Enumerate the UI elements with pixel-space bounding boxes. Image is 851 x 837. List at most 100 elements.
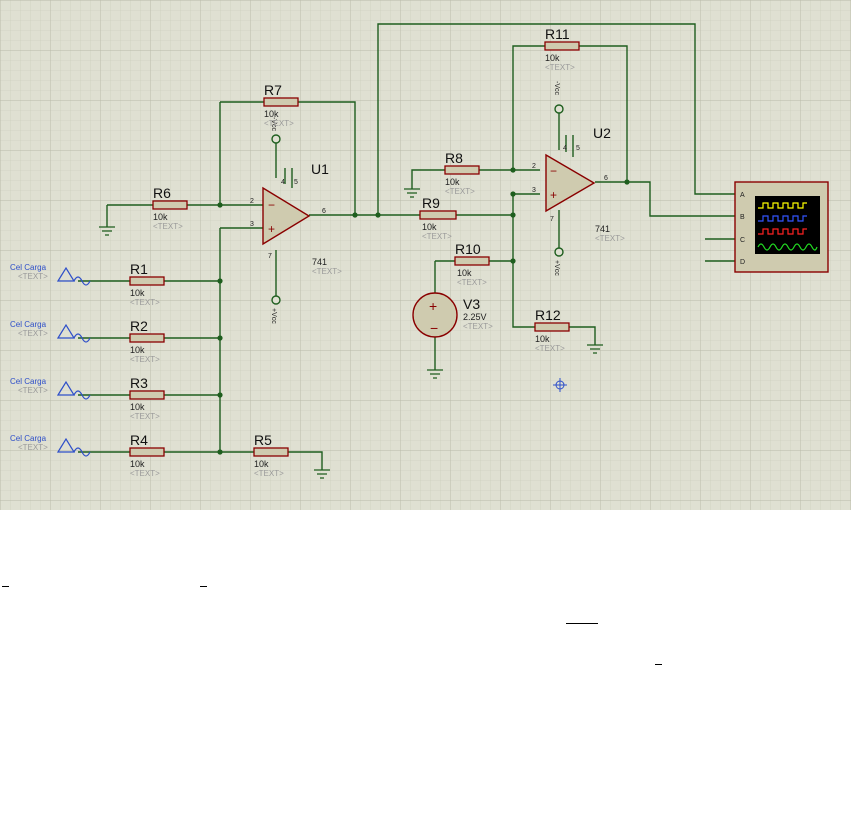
source-3-name: Cel Carga — [10, 377, 47, 386]
r5-text: <TEXT> — [254, 469, 284, 478]
source-1-symbol — [56, 266, 76, 282]
u2-pin-4: 4 — [563, 145, 567, 152]
scope-trace-c — [758, 228, 807, 235]
r3-value: 10k — [130, 402, 145, 412]
u2-label: U2 — [593, 125, 611, 141]
source-cel-carga-2[interactable]: Cel Carga <TEXT> — [10, 320, 91, 343]
u1-pin-noninv: 3 — [250, 221, 254, 228]
resistor-r12[interactable]: R12 10k <TEXT> — [535, 307, 565, 353]
u1-bottom-supply-label: +Vcc — [270, 308, 277, 324]
resistor-r5[interactable]: R5 10k <TEXT> — [254, 432, 284, 478]
scope-trace-d — [757, 243, 818, 251]
scope-trace-b — [758, 215, 807, 222]
source-1-text: <TEXT> — [18, 272, 48, 281]
u2-triangle — [545, 153, 596, 213]
source-cel-carga-3[interactable]: Cel Carga <TEXT> — [10, 377, 91, 400]
r6-value: 10k — [153, 212, 168, 222]
decorative-mark — [566, 623, 598, 624]
r9-text: <TEXT> — [422, 232, 452, 241]
r10-label: R10 — [455, 241, 481, 257]
v3-plus: + — [429, 298, 437, 314]
resistor-r6[interactable]: R6 10k <TEXT> — [153, 185, 183, 231]
resistor-r9[interactable]: R9 10k <TEXT> — [422, 195, 452, 241]
u1-triangle — [262, 186, 311, 246]
r1-text: <TEXT> — [130, 298, 160, 307]
r10-value: 10k — [457, 268, 472, 278]
r12-text: <TEXT> — [535, 344, 565, 353]
r12-label: R12 — [535, 307, 561, 323]
u1-pin-7: 7 — [268, 253, 272, 260]
origin-marker-icon — [553, 378, 567, 392]
v3-minus: − — [430, 320, 438, 336]
source-cel-carga-4[interactable]: Cel Carga <TEXT> — [10, 434, 91, 457]
opamp-u1[interactable]: − + 2 3 6 4 5 7 U1 741 <TEXT> — [250, 161, 342, 276]
resistor-r4[interactable]: R4 10k <TEXT> — [130, 432, 160, 478]
sine-icon — [73, 447, 91, 457]
scope-channel-b: B — [740, 214, 745, 221]
supply-terminals — [271, 104, 564, 305]
resistor-r2[interactable]: R2 10k <TEXT> — [130, 318, 160, 364]
r5-label: R5 — [254, 432, 272, 448]
resistor-r8[interactable]: R8 10k <TEXT> — [445, 150, 475, 196]
r12-value: 10k — [535, 334, 550, 344]
u2-text: <TEXT> — [595, 234, 625, 243]
r8-value: 10k — [445, 177, 460, 187]
r9-label: R9 — [422, 195, 440, 211]
resistor-r1[interactable]: R1 10k <TEXT> — [130, 261, 160, 307]
r3-text: <TEXT> — [130, 412, 160, 421]
junctions — [217, 167, 630, 455]
v3-text: <TEXT> — [463, 322, 493, 331]
r4-value: 10k — [130, 459, 145, 469]
scope-channel-c: C — [740, 237, 745, 244]
u2-pin-7: 7 — [550, 216, 554, 223]
source-4-name: Cel Carga — [10, 434, 47, 443]
r1-label: R1 — [130, 261, 148, 277]
u2-noninv-sign: + — [550, 188, 557, 202]
u1-noninv-sign: + — [268, 222, 275, 236]
r2-value: 10k — [130, 345, 145, 355]
ground-symbols — [99, 188, 603, 479]
r4-label: R4 — [130, 432, 148, 448]
scope-trace-a — [758, 202, 807, 209]
scope-channel-a: A — [740, 192, 745, 199]
schematic-canvas[interactable]: -Vcc +Vcc -Vcc +Vcc R1 10k <TEXT> R2 10k… — [0, 0, 851, 510]
oscilloscope[interactable]: A B C D — [734, 181, 829, 273]
u1-pin-4: 4 — [281, 179, 285, 186]
source-cel-carga-1[interactable]: Cel Carga <TEXT> — [10, 263, 91, 286]
u2-inv-sign: − — [550, 164, 557, 178]
r11-text: <TEXT> — [545, 63, 575, 72]
r6-label: R6 — [153, 185, 171, 201]
u2-pin-noninv: 3 — [532, 187, 536, 194]
r11-label: R11 — [545, 26, 570, 42]
u1-pin-5: 5 — [294, 179, 298, 186]
u2-model: 741 — [595, 224, 610, 234]
source-3-symbol — [56, 380, 76, 396]
source-2-symbol — [56, 323, 76, 339]
r10-text: <TEXT> — [457, 278, 487, 287]
resistor-bodies — [129, 41, 580, 457]
r2-text: <TEXT> — [130, 355, 160, 364]
r8-text: <TEXT> — [445, 187, 475, 196]
sine-icon — [73, 276, 91, 286]
dc-source-v3[interactable]: + − V3 2.25V <TEXT> — [412, 292, 493, 338]
r2-label: R2 — [130, 318, 148, 334]
u2-pin-5: 5 — [576, 145, 580, 152]
r5-value: 10k — [254, 459, 269, 469]
source-3-text: <TEXT> — [18, 386, 48, 395]
source-4-text: <TEXT> — [18, 443, 48, 452]
sine-icon — [73, 333, 91, 343]
r3-label: R3 — [130, 375, 148, 391]
r9-value: 10k — [422, 222, 437, 232]
resistor-r11[interactable]: R11 10k <TEXT> — [545, 26, 575, 72]
u1-model: 741 — [312, 257, 327, 267]
u1-inv-sign: − — [268, 198, 275, 212]
u1-pin-out: 6 — [322, 208, 326, 215]
resistor-r3[interactable]: R3 10k <TEXT> — [130, 375, 160, 421]
grid-lines — [0, 0, 851, 510]
resistor-r7[interactable]: R7 10k <TEXT> — [264, 82, 294, 128]
v3-body — [412, 292, 458, 338]
u2-pin-inv: 2 — [532, 163, 536, 170]
u2-pin-out: 6 — [604, 175, 608, 182]
opamp-u2[interactable]: − + 2 3 6 4 5 7 U2 741 <TEXT> — [532, 125, 625, 243]
resistor-r10[interactable]: R10 10k <TEXT> — [455, 241, 487, 287]
